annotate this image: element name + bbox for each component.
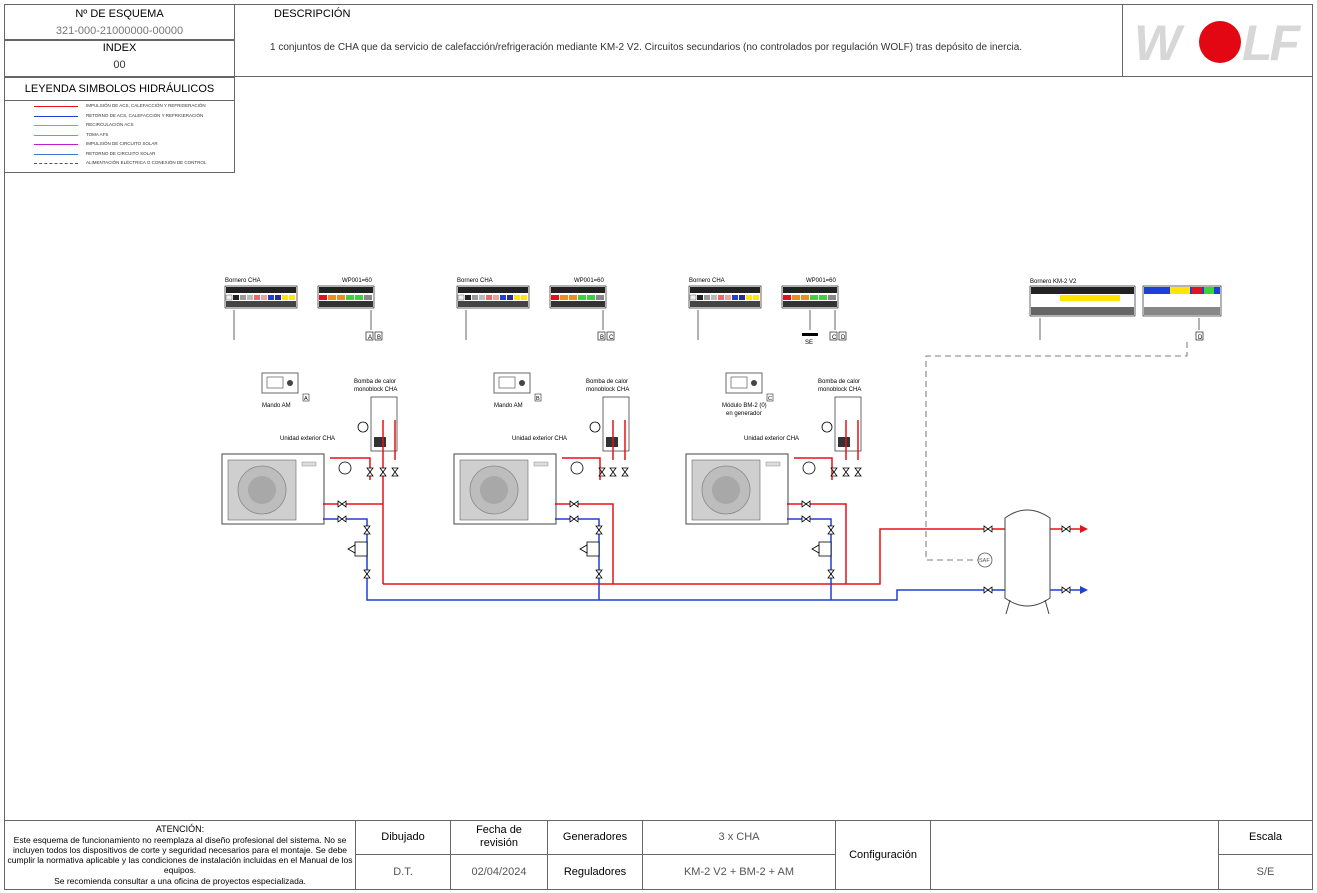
svg-text:monoblock CHA: monoblock CHA — [354, 387, 397, 393]
scheme-label: Nº DE ESQUEMA — [75, 8, 164, 20]
svg-text:Módulo BM-2 (0): Módulo BM-2 (0) — [722, 403, 767, 409]
buffer-tank — [1004, 509, 1051, 615]
svg-text:Bornero CHA: Bornero CHA — [225, 278, 261, 284]
saf-sensor — [977, 552, 993, 568]
svg-text:D: D — [841, 335, 846, 341]
svg-text:SE: SE — [805, 340, 813, 346]
svg-text:Unidad exterior CHA: Unidad exterior CHA — [280, 436, 335, 442]
svg-text:Unidad exterior CHA: Unidad exterior CHA — [744, 436, 799, 442]
svg-text:Bornero CHA: Bornero CHA — [457, 278, 493, 284]
config-label: Configuración — [849, 849, 917, 861]
svg-text:LF: LF — [1242, 18, 1302, 66]
description-text: 1 conjuntos de CHA que da servicio de ca… — [270, 42, 1023, 53]
description-label: DESCRIPCIÓN — [274, 8, 351, 20]
svg-text:A: A — [368, 335, 372, 341]
supply-pipes — [323, 420, 1085, 585]
svg-text:Bornero KM-2 V2: Bornero KM-2 V2 — [1030, 279, 1077, 285]
svg-text:en generador: en generador — [726, 411, 762, 417]
filters — [338, 461, 832, 557]
control-line — [925, 342, 1188, 561]
svg-text:C: C — [768, 396, 772, 402]
km2-terminal-block: Bornero KM-2 V2 D — [1029, 279, 1222, 341]
drawn-value: D.T. — [393, 866, 413, 878]
scheme-number: 321-000-21000000-00000 — [55, 25, 184, 37]
svg-text:Mando AM: Mando AM — [494, 403, 523, 409]
svg-text:WP001=60: WP001=60 — [342, 278, 373, 284]
logo-cell — [1122, 4, 1313, 77]
config-value-cell — [930, 820, 1219, 890]
svg-text:WP001=60: WP001=60 — [574, 278, 605, 284]
svg-text:B: B — [536, 396, 540, 402]
svg-text:B: B — [600, 335, 604, 341]
attention-note: Se recomienda consultar a una oficina de… — [54, 876, 306, 886]
index-label: INDEX — [102, 42, 137, 54]
generators-value: 3 x CHA — [718, 831, 760, 843]
svg-text:Bomba de calor: Bomba de calor — [354, 379, 396, 385]
revision-label: Fecha de revisión — [476, 824, 522, 849]
svg-text:Mando AM: Mando AM — [262, 403, 291, 409]
svg-text:WP001=60: WP001=60 — [806, 278, 837, 284]
svg-text:B: B — [377, 335, 381, 341]
unit-block: Bornero CHA WP001=60 SE C D C Módulo BM-… — [685, 278, 862, 525]
return-pipes — [323, 518, 1085, 601]
svg-text:D: D — [1198, 335, 1203, 341]
svg-text:SAF: SAF — [979, 558, 990, 564]
svg-text:Bomba de calor: Bomba de calor — [818, 379, 860, 385]
generators-label: Generadores — [562, 831, 628, 843]
scale-value: S/E — [1256, 866, 1275, 878]
scale-label: Escala — [1248, 831, 1283, 843]
attention-title: ATENCIÓN: — [155, 824, 205, 834]
regulators-label: Reguladores — [563, 866, 627, 878]
regulators-value: KM-2 V2 + BM-2 + AM — [683, 866, 795, 878]
revision-value: 02/04/2024 — [471, 866, 527, 878]
svg-text:Bornero CHA: Bornero CHA — [689, 278, 725, 284]
svg-text:A: A — [304, 396, 308, 402]
svg-text:monoblock CHA: monoblock CHA — [586, 387, 629, 393]
unit-block: Bornero CHA WP001=60 A B A Mando AM Bomb… — [221, 278, 398, 525]
drawn-label: Dibujado — [381, 831, 425, 843]
index-value: 00 — [113, 59, 126, 71]
svg-text:C: C — [609, 335, 614, 341]
attention-text: Este esquema de funcionamiento no reempl… — [7, 835, 353, 875]
svg-text:Bomba de calor: Bomba de calor — [586, 379, 628, 385]
svg-text:Unidad exterior CHA: Unidad exterior CHA — [512, 436, 567, 442]
unit-block: Bornero CHA WP001=60 B C B Mando AM Bomb… — [453, 278, 630, 525]
svg-text:C: C — [832, 335, 837, 341]
legend-title: LEYENDA SIMBOLOS HIDRÁULICOS — [24, 83, 215, 95]
wolf-logo: W LF — [1134, 15, 1305, 71]
scale-value-cell — [1218, 854, 1313, 890]
svg-text:monoblock CHA: monoblock CHA — [818, 387, 861, 393]
